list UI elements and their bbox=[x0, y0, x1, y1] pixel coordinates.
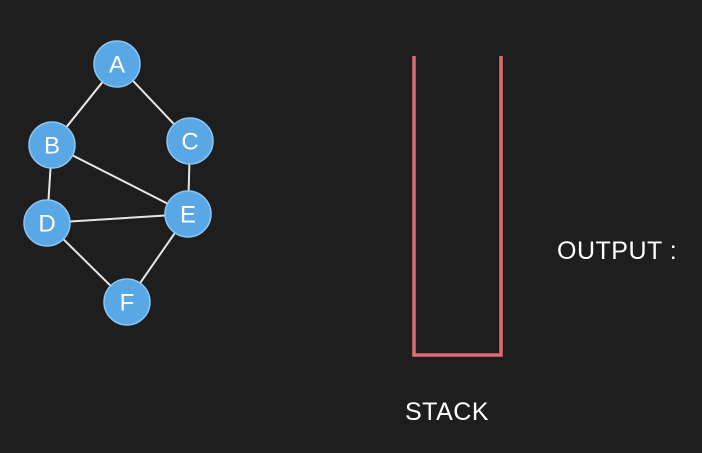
node-b: B bbox=[28, 121, 76, 169]
node-d: D bbox=[23, 199, 71, 247]
graph-nodes: A B C D E F bbox=[23, 40, 214, 326]
edge-b-e bbox=[72, 154, 168, 205]
edge-b-d bbox=[47, 167, 52, 201]
node-circle bbox=[93, 40, 141, 88]
edge-e-f bbox=[139, 232, 176, 284]
node-label: C bbox=[181, 129, 198, 156]
edge-a-b bbox=[65, 81, 104, 128]
edge-d-e bbox=[69, 214, 166, 223]
node-circle bbox=[23, 199, 71, 247]
edge-c-e bbox=[187, 163, 191, 192]
graph-edges bbox=[47, 80, 191, 287]
node-label: B bbox=[44, 133, 60, 160]
node-label: A bbox=[109, 52, 125, 79]
node-c: C bbox=[166, 117, 214, 165]
edge-d-f bbox=[62, 238, 112, 287]
node-e: E bbox=[164, 190, 212, 238]
node-circle bbox=[166, 117, 214, 165]
stack-label: STACK bbox=[405, 398, 489, 426]
node-f: F bbox=[103, 278, 151, 326]
node-label: E bbox=[180, 202, 196, 229]
node-circle bbox=[28, 121, 76, 169]
node-circle bbox=[164, 190, 212, 238]
stack-container bbox=[412, 56, 503, 357]
node-label: F bbox=[120, 290, 135, 317]
node-circle bbox=[103, 278, 151, 326]
output-label: OUTPUT : bbox=[557, 237, 678, 265]
node-a: A bbox=[93, 40, 141, 88]
edge-a-c bbox=[132, 80, 175, 125]
node-label: D bbox=[38, 211, 55, 238]
